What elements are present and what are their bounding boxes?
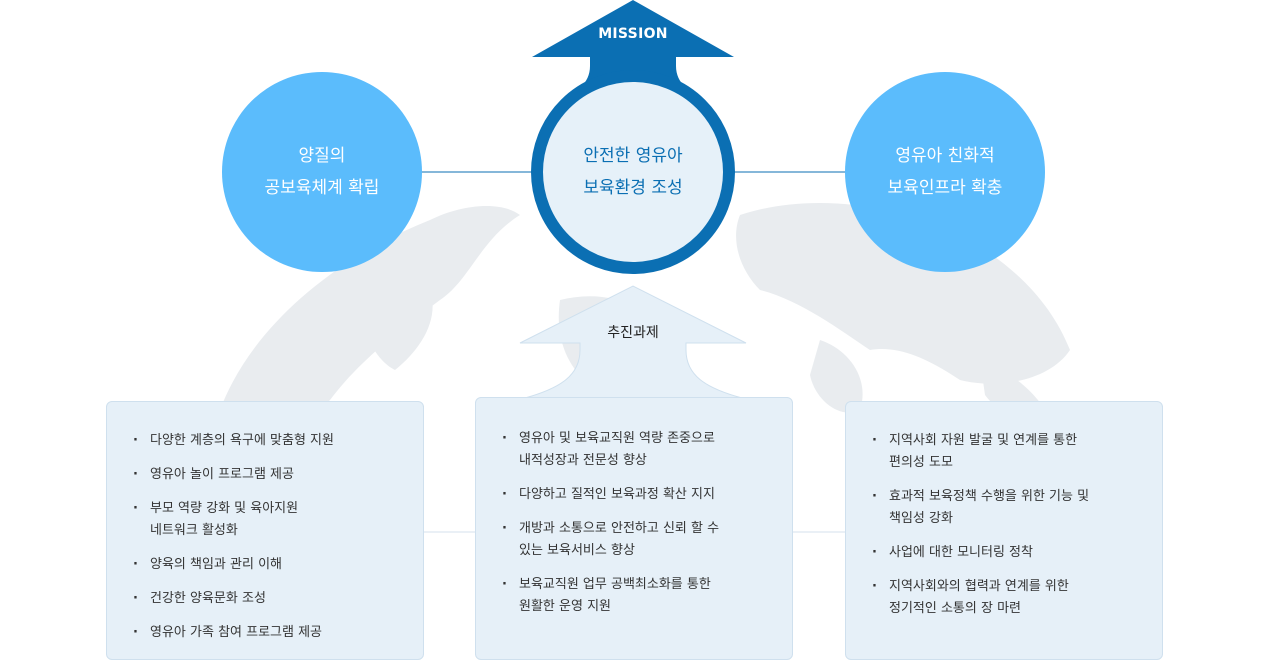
mission-label: MISSION: [598, 26, 668, 42]
list-item: 건강한 양육문화 조성: [133, 588, 403, 610]
list-item: 다양하고 질적인 보육과정 확산 지지: [502, 484, 772, 506]
middle-task-list: 영유아 및 보육교직원 역량 존중으로 내적성장과 전문성 향상 다양하고 질적…: [502, 428, 772, 618]
list-item: 영유아 및 보육교직원 역량 존중으로 내적성장과 전문성 향상: [502, 428, 772, 472]
center-mission-text: 안전한 영유아 보육환경 조성: [583, 146, 683, 198]
list-item: 영유아 가족 참여 프로그램 제공: [133, 622, 403, 644]
list-item: 영유아 놀이 프로그램 제공: [133, 464, 403, 486]
left-goal-circle: 양질의 공보육체계 확립: [222, 72, 422, 272]
left-task-list: 다양한 계층의 욕구에 맞춤형 지원 영유아 놀이 프로그램 제공 부모 역량 …: [133, 430, 403, 644]
left-goal-text: 양질의 공보육체계 확립: [264, 146, 380, 198]
right-task-list: 지역사회 자원 발굴 및 연계를 통한 편의성 도모 효과적 보육정책 수행을 …: [872, 430, 1142, 620]
right-goal-circle: 영유아 친화적 보육인프라 확충: [845, 72, 1045, 272]
middle-task-box: 영유아 및 보육교직원 역량 존중으로 내적성장과 전문성 향상 다양하고 질적…: [475, 397, 793, 660]
list-item: 지역사회와의 협력과 연계를 위한 정기적인 소통의 장 마련: [872, 576, 1142, 620]
center-mission-circle: 안전한 영유아 보육환경 조성: [531, 70, 735, 274]
list-item: 양육의 책임과 관리 이해: [133, 554, 403, 576]
list-item: 지역사회 자원 발굴 및 연계를 통한 편의성 도모: [872, 430, 1142, 474]
task-label: 추진과제: [607, 325, 659, 341]
list-item: 부모 역량 강화 및 육아지원 네트워크 활성화: [133, 498, 403, 542]
list-item: 효과적 보육정책 수행을 위한 기능 및 책임성 강화: [872, 486, 1142, 530]
list-item: 다양한 계층의 욕구에 맞춤형 지원: [133, 430, 403, 452]
list-item: 보육교직원 업무 공백최소화를 통한 원활한 운영 지원: [502, 574, 772, 618]
list-item: 개방과 소통으로 안전하고 신뢰 할 수 있는 보육서비스 향상: [502, 518, 772, 562]
list-item: 사업에 대한 모니터링 정착: [872, 542, 1142, 564]
task-arrow: [519, 285, 747, 399]
right-task-box: 지역사회 자원 발굴 및 연계를 통한 편의성 도모 효과적 보육정책 수행을 …: [845, 401, 1163, 660]
left-task-box: 다양한 계층의 욕구에 맞춤형 지원 영유아 놀이 프로그램 제공 부모 역량 …: [106, 401, 424, 660]
right-goal-text: 영유아 친화적 보육인프라 확충: [887, 146, 1003, 198]
mission-arrow: [532, 0, 734, 108]
